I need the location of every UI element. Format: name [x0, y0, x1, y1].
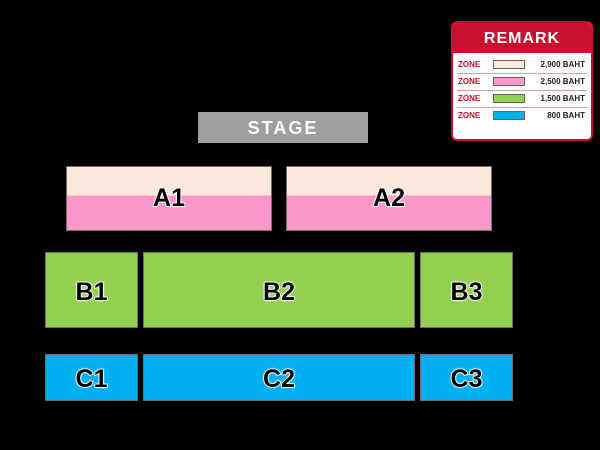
remark-rows: ZONE 2,900 BAHT ZONE 2,500 BAHT ZONE 1,5…	[453, 53, 591, 125]
remark-swatch	[493, 94, 525, 103]
remark-row: ZONE 1,500 BAHT	[453, 91, 591, 108]
remark-legend: REMARK ZONE 2,900 BAHT ZONE 2,500 BAHT Z…	[451, 21, 593, 141]
zone-b2-label: B2	[262, 277, 295, 307]
remark-divider	[457, 73, 587, 74]
remark-price: 800 BAHT	[547, 111, 585, 120]
zone-b3-label: B3	[450, 277, 483, 307]
stage: STAGE	[198, 112, 368, 143]
remark-row: ZONE 800 BAHT	[453, 108, 591, 125]
zone-a2[interactable]: A2	[286, 166, 492, 231]
remark-zone-label: ZONE	[458, 94, 481, 103]
remark-title: REMARK	[453, 23, 591, 53]
zone-c3-label: C3	[450, 364, 483, 394]
zone-a1[interactable]: A1	[66, 166, 272, 231]
zone-b3[interactable]: B3	[420, 252, 513, 328]
remark-swatch	[493, 60, 525, 69]
zone-b2[interactable]: B2	[143, 252, 415, 328]
zone-a2-label: A2	[372, 183, 405, 213]
zone-c1-label: C1	[75, 364, 108, 394]
remark-zone-label: ZONE	[458, 60, 481, 69]
zone-b1-label: B1	[75, 277, 108, 307]
remark-price: 1,500 BAHT	[540, 94, 585, 103]
remark-zone-label: ZONE	[458, 111, 481, 120]
remark-divider	[457, 90, 587, 91]
remark-row: ZONE 2,900 BAHT	[453, 57, 591, 74]
remark-zone-label: ZONE	[458, 77, 481, 86]
remark-price: 2,900 BAHT	[540, 60, 585, 69]
zone-c3[interactable]: C3	[420, 354, 513, 401]
remark-swatch	[493, 111, 525, 120]
zone-c2-label: C2	[262, 364, 295, 394]
remark-price: 2,500 BAHT	[540, 77, 585, 86]
zone-a1-label: A1	[152, 183, 185, 213]
zone-c2[interactable]: C2	[143, 354, 415, 401]
zone-c1[interactable]: C1	[45, 354, 138, 401]
zone-b1[interactable]: B1	[45, 252, 138, 328]
remark-divider	[457, 107, 587, 108]
remark-row: ZONE 2,500 BAHT	[453, 74, 591, 91]
remark-swatch	[493, 77, 525, 86]
